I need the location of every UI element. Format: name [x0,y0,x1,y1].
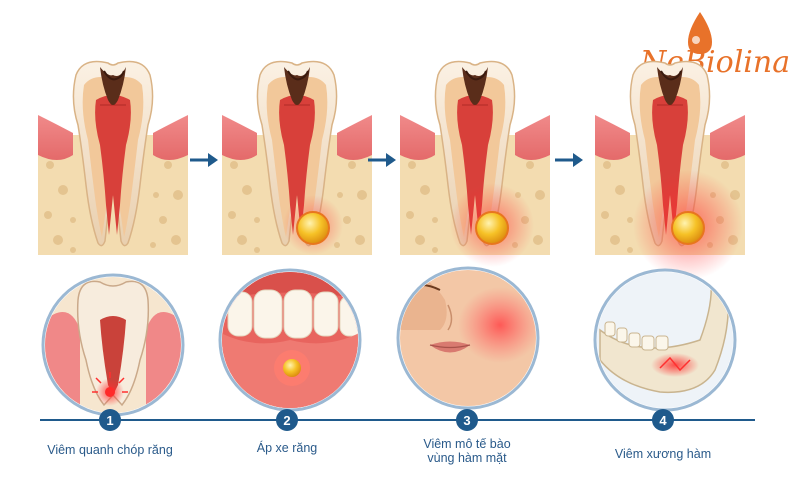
abscess-pus [297,212,329,244]
tooth-stage-4 [595,62,745,281]
arrow-right-icon [190,153,218,167]
tooth-stage-2 [222,62,372,256]
detail-osteomyelitis [595,270,735,410]
step-number: 3 [463,413,470,428]
step-label: Áp xe răng [257,440,318,455]
abscess-pus [672,212,704,244]
detail-abscess [215,265,365,415]
arrow-right-icon [368,153,396,167]
step-labels: Viêm quanh chóp răng Áp xe răng Viêm mô … [47,437,711,465]
detail-cellulitis [395,265,545,415]
step-label: Viêm mô tế bào [423,437,510,451]
step-label: Viêm xương hàm [615,447,711,461]
arrow-right-icon [555,153,583,167]
step-number: 2 [283,413,290,428]
step-label: Viêm quanh chóp răng [47,443,173,457]
tooth-stage-3 [400,62,550,268]
abscess-pus [476,212,508,244]
detail-periapical [40,275,190,415]
step-number: 4 [659,413,667,428]
tooth-stage-1 [38,62,188,256]
timeline: 1 2 3 4 [40,409,755,431]
step-number: 1 [106,413,113,428]
step-label-line2: vùng hàm mặt [427,451,507,465]
